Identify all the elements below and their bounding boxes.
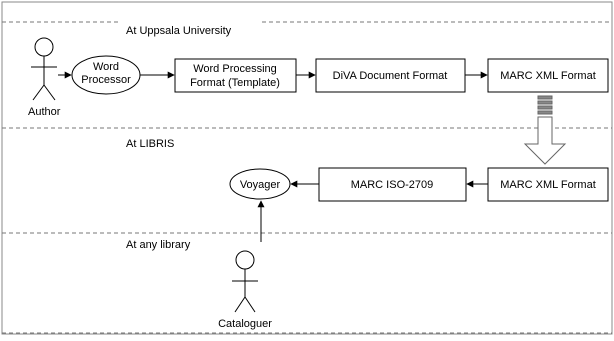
word-template-line2: Format (Template) [190,77,280,89]
lane-label-uppsala: At Uppsala University [126,25,232,37]
author-label: Author [28,106,61,118]
marc-xml-node-middle [487,167,609,202]
marc-iso-label: MARC ISO-2709 [351,179,434,191]
voyager-node [229,168,291,200]
word-template-line1: Word Processing [193,63,277,75]
diagram-frame [1,1,613,335]
lane-label-libris: At LIBRIS [126,138,174,150]
marc-xml-label-top: MARC XML Format [500,70,596,82]
lane-label-any-library: At any library [126,239,191,251]
word-processor-line2: Processor [81,74,131,86]
marc-xml-label-middle: MARC XML Format [500,179,596,191]
voyager-label: Voyager [240,179,281,191]
cataloguer-label: Cataloguer [218,318,272,330]
word-template-node [174,58,297,93]
word-processor-line1: Word [93,61,119,73]
marc-xml-node-top [487,58,609,93]
author-actor-icon [31,37,57,101]
transfer-block-arrow [523,95,567,165]
marc-iso-node [318,167,467,202]
diva-format-label: DiVA Document Format [333,70,448,82]
cataloguer-actor-icon [232,250,258,313]
